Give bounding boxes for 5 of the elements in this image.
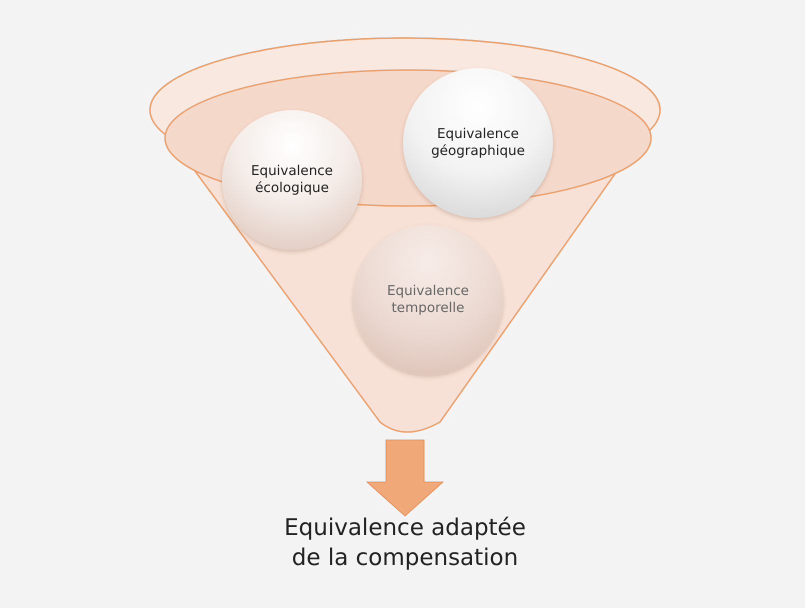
circle-label: Equivalence écologique bbox=[250, 163, 334, 197]
block-arrow bbox=[366, 440, 444, 517]
result-text: Equivalence adaptée de la compensation bbox=[283, 514, 527, 573]
circle-label: Equivalence temporelle bbox=[386, 283, 470, 317]
circle-label: Equivalence géographique bbox=[430, 126, 526, 160]
